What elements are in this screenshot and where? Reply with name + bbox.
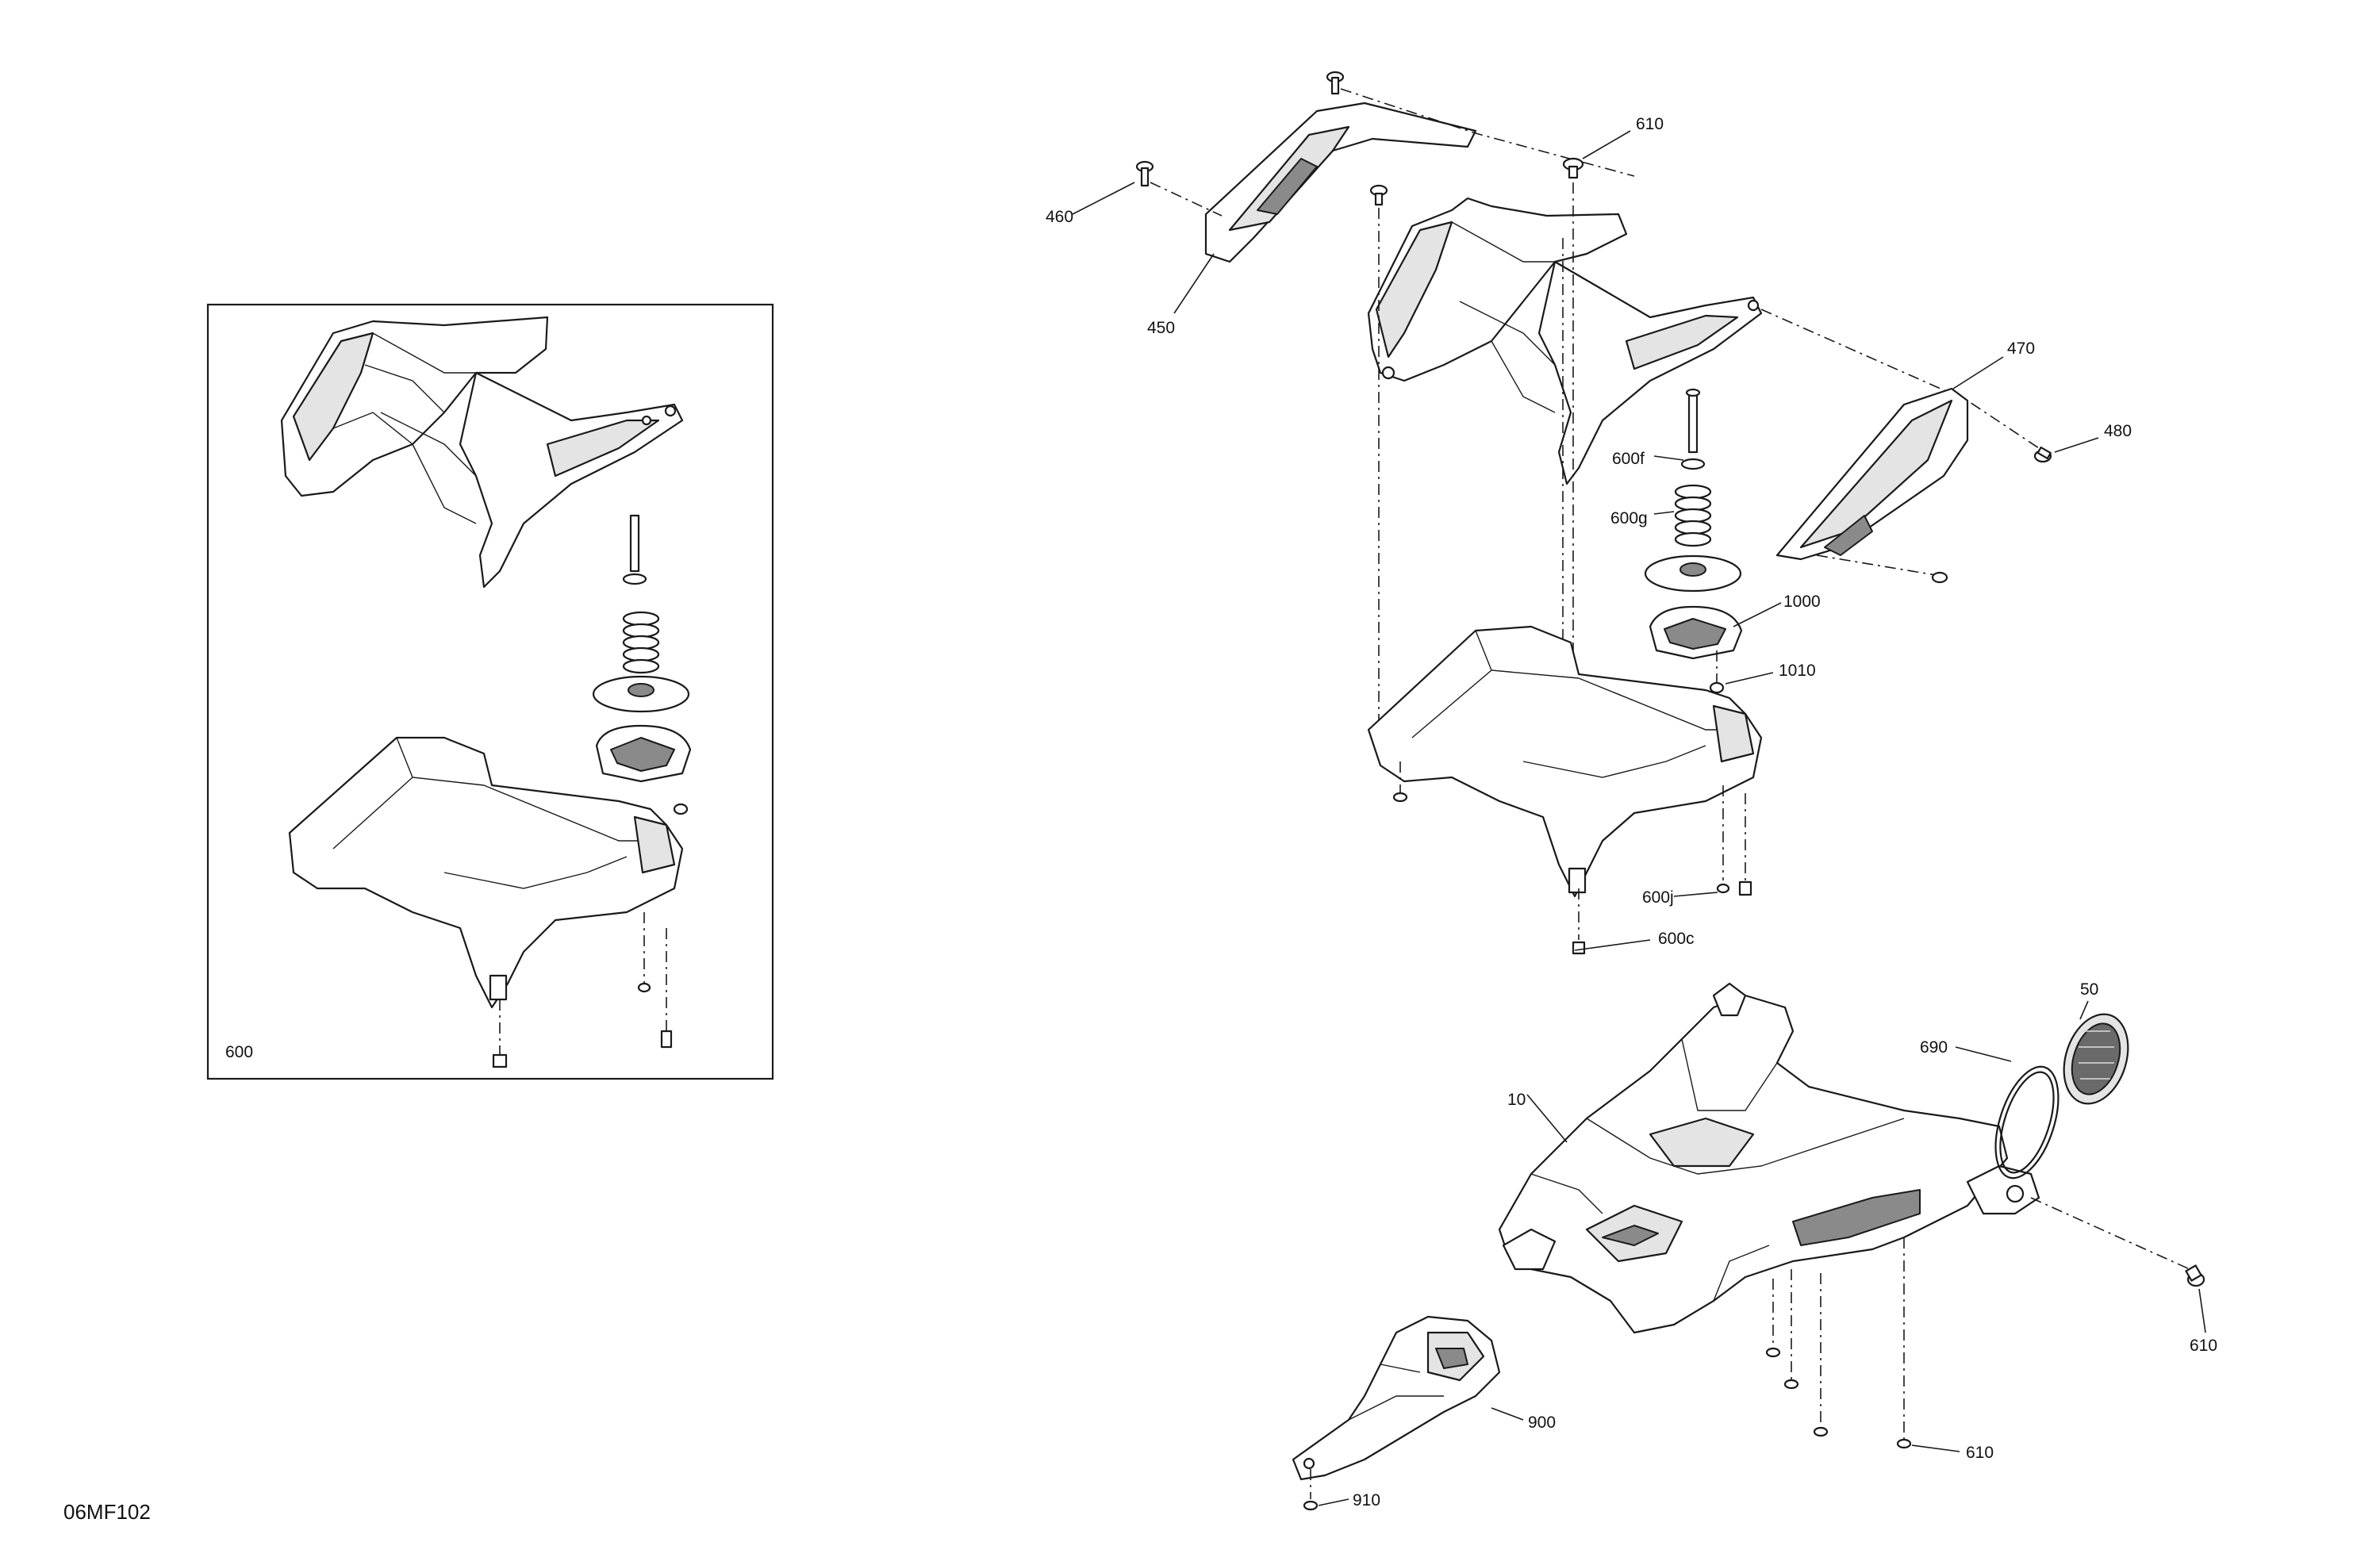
- part-900-bracket: [1292, 1315, 1501, 1511]
- dash-to-470: [1760, 309, 2040, 449]
- part-450-cover: [1204, 102, 1477, 263]
- callout-610-top: 610: [1636, 115, 1664, 133]
- part-10-frame: [1498, 982, 2190, 1449]
- panel-bottom-screw: [1816, 554, 1948, 584]
- inset-label: 600: [225, 1043, 253, 1061]
- callout-450: 450: [1147, 319, 1175, 337]
- callout-50: 50: [2080, 980, 2098, 999]
- callout-910: 910: [1353, 1491, 1380, 1509]
- callout-10: 10: [1507, 1091, 1526, 1109]
- callout-690: 690: [1920, 1038, 1948, 1057]
- callout-610-bottom: 610: [1966, 1444, 1994, 1462]
- inset-lower-frame: [288, 736, 684, 1068]
- part-50-lens: [2063, 1013, 2129, 1105]
- lower-support-frame: [1367, 625, 1763, 955]
- inset-upper-cowl: [280, 316, 684, 589]
- part-470-side-panel: [1775, 387, 1969, 561]
- part-610-top-fastener: [1562, 157, 1584, 785]
- cowl-left-fastener: [1369, 184, 1388, 761]
- callout-1000: 1000: [1783, 593, 1821, 611]
- callout-610-right: 610: [2190, 1337, 2217, 1355]
- callout-600j: 600j: [1642, 888, 1674, 907]
- part-460-screw: [1135, 160, 1223, 217]
- inset-spring-stack: [592, 514, 692, 815]
- reference-code: 06MF102: [63, 1500, 151, 1524]
- callout-600f: 600f: [1612, 450, 1645, 468]
- callout-600c: 600c: [1658, 930, 1695, 948]
- inset-frame: [206, 303, 774, 1080]
- part-690-ring: [1994, 1065, 2059, 1180]
- callout-600g: 600g: [1610, 509, 1648, 527]
- callout-470: 470: [2007, 339, 2035, 358]
- spring-stack-right: [1644, 388, 1743, 694]
- callout-900: 900: [1528, 1414, 1556, 1432]
- part-610-right-screw: [2185, 1264, 2205, 1287]
- callout-480: 480: [2104, 422, 2132, 440]
- callout-460: 460: [1046, 208, 1073, 226]
- callout-1010: 1010: [1779, 662, 1816, 680]
- part-480-screw: [2033, 446, 2052, 463]
- upper-cowl-main: [1367, 197, 1763, 485]
- top-screw: [1326, 71, 1635, 177]
- leader-lines: [1072, 130, 2206, 1506]
